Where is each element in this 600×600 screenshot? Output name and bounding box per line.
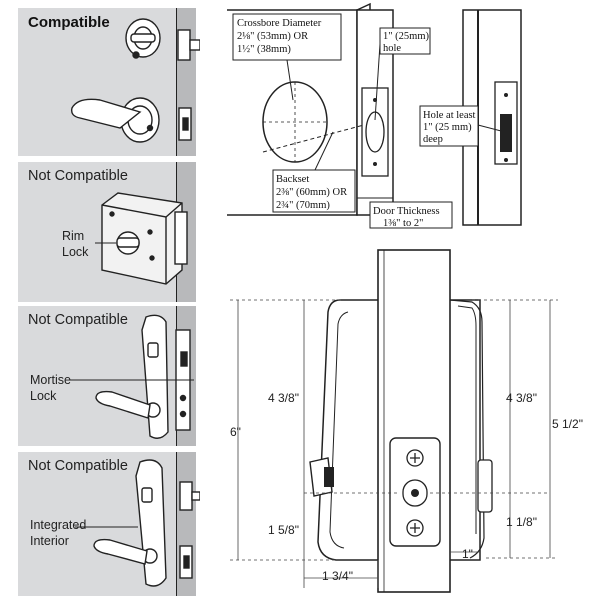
dim-right-total: 5 1/2" bbox=[552, 417, 583, 431]
panel-title-mortise: Not Compatible bbox=[28, 312, 128, 328]
lock-illustrations bbox=[70, 18, 200, 587]
integrated-label-line1: Integrated bbox=[30, 518, 87, 532]
dim-bottom-small: 1" bbox=[462, 547, 473, 561]
mortise-lock-label-line2: Lock bbox=[30, 389, 57, 403]
depth-label-3: deep bbox=[423, 134, 443, 145]
dim-right-upper: 4 3/8" bbox=[506, 391, 537, 405]
dim-left-upper: 4 3/8" bbox=[268, 391, 299, 405]
depth-label-1: Hole at least bbox=[423, 110, 476, 121]
integrated-label-line2: Interior bbox=[30, 534, 69, 548]
crossbore-label-2: 2⅛" (53mm) OR bbox=[237, 31, 308, 42]
thickness-label-2: 1⅜" to 2" bbox=[383, 218, 423, 229]
lever-handle-illustration bbox=[70, 97, 192, 143]
dim-left-lower: 1 5/8" bbox=[268, 523, 299, 537]
deadbolt-illustration bbox=[125, 18, 200, 61]
rim-lock-illustration bbox=[101, 192, 188, 285]
backset-label-1: Backset bbox=[276, 174, 309, 185]
rim-lock-label-line2: Lock bbox=[62, 245, 89, 259]
depth-label-2: 1" (25 mm) bbox=[423, 122, 472, 133]
dim-bottom-width: 1 3/4" bbox=[322, 569, 353, 583]
panel-title-integrated: Not Compatible bbox=[28, 458, 128, 474]
panel-title-rim: Not Compatible bbox=[28, 168, 128, 184]
crossbore-label-3: 1½" (38mm) bbox=[237, 44, 291, 55]
lock-dimension-diagram: 6" 4 3/8" 1 5/8" 4 3/8" 5 1/2" 1 1/8" 1 … bbox=[230, 249, 583, 593]
crossbore-label-1: Crossbore Diameter bbox=[237, 18, 322, 29]
backset-label-3: 2¾" (70mm) bbox=[276, 200, 330, 211]
hole-label-2: hole bbox=[383, 43, 401, 54]
edge-bore-hole bbox=[365, 111, 385, 153]
thickness-label-1: Door Thickness bbox=[373, 206, 440, 217]
dim-height-total: 6" bbox=[230, 425, 241, 439]
compatible-panel: Compatible bbox=[18, 8, 195, 156]
mortise-lock-illustration bbox=[95, 314, 191, 439]
hole-label-1: 1" (25mm) bbox=[383, 31, 429, 42]
mortise-lock-label-line1: Mortise bbox=[30, 373, 71, 387]
deep-hole bbox=[500, 114, 512, 152]
backset-label-2: 2⅜" (60mm) OR bbox=[276, 187, 347, 198]
dim-right-lower: 1 1/8" bbox=[506, 515, 537, 529]
door-prep-diagram: Crossbore Diameter 2⅛" (53mm) OR 1½" (38… bbox=[227, 2, 522, 229]
integrated-interior-illustration bbox=[93, 459, 200, 587]
panel-title-compatible: Compatible bbox=[28, 14, 110, 31]
rim-lock-label-line1: Rim bbox=[62, 229, 85, 243]
